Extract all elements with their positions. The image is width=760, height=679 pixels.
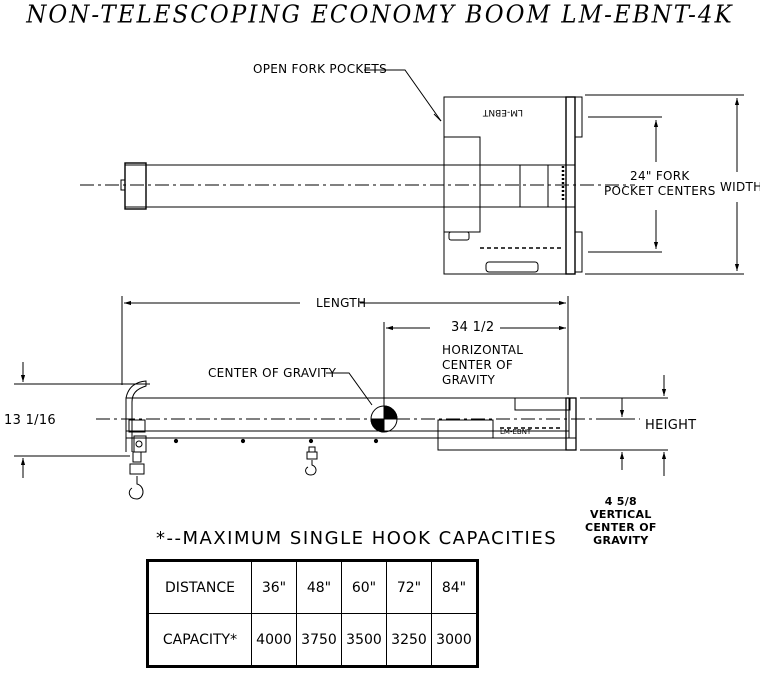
distance-cell: 36" (251, 560, 297, 614)
capacity-cell: 3250 (386, 613, 432, 667)
capacity-cell: 3000 (431, 613, 478, 667)
horizontal-cog-label: HORIZONTAL CENTER OF GRAVITY (442, 343, 524, 387)
height-label: HEIGHT (645, 418, 697, 433)
top-view-plate: LM-EBNT (482, 107, 523, 117)
side-view: LM-EBNT (14, 296, 668, 500)
distance-header: DISTANCE (147, 560, 252, 614)
top-boom-tube (120, 162, 576, 210)
horizontal-cog-dimension: 34 1/2 (451, 320, 495, 335)
distance-cell: 48" (296, 560, 342, 614)
capacity-header: CAPACITY* (147, 613, 252, 667)
distance-cell: 84" (431, 560, 478, 614)
length-label: LENGTH (316, 296, 367, 310)
center-of-gravity-symbol (370, 405, 398, 433)
top-view: LM-EBNT (80, 69, 744, 275)
left-height-dimension: 13 1/16 (4, 413, 56, 428)
capacity-cell: 4000 (251, 613, 297, 667)
capacity-cell: 3500 (341, 613, 387, 667)
width-label: WIDTH (720, 180, 760, 194)
side-view-plate: LM-EBNT (500, 428, 532, 436)
distance-row: DISTANCE 36" 48" 60" 72" 84" (147, 560, 478, 614)
capacities-title: *--MAXIMUM SINGLE HOOK CAPACITIES (156, 528, 558, 549)
open-fork-pockets-label: OPEN FORK POCKETS (253, 62, 387, 76)
top-fork-frame: LM-EBNT (443, 96, 583, 275)
fork-pocket-centers-label: 24" FORK POCKET CENTERS (604, 169, 716, 198)
distance-cell: 72" (386, 560, 432, 614)
capacity-row: CAPACITY* 4000 3750 3500 3250 3000 (147, 613, 478, 667)
vertical-cog-label: 4 5/8 VERTICAL CENTER OF GRAVITY (585, 495, 657, 547)
side-boom-body: LM-EBNT (125, 372, 577, 500)
drawing-title: NON-TELESCOPING ECONOMY BOOM LM-EBNT-4K (26, 1, 734, 29)
center-of-gravity-label: CENTER OF GRAVITY (208, 366, 337, 380)
capacity-cell: 3750 (296, 613, 342, 667)
capacity-table: DISTANCE 36" 48" 60" 72" 84" CAPACITY* 4… (146, 559, 479, 668)
distance-cell: 60" (341, 560, 387, 614)
